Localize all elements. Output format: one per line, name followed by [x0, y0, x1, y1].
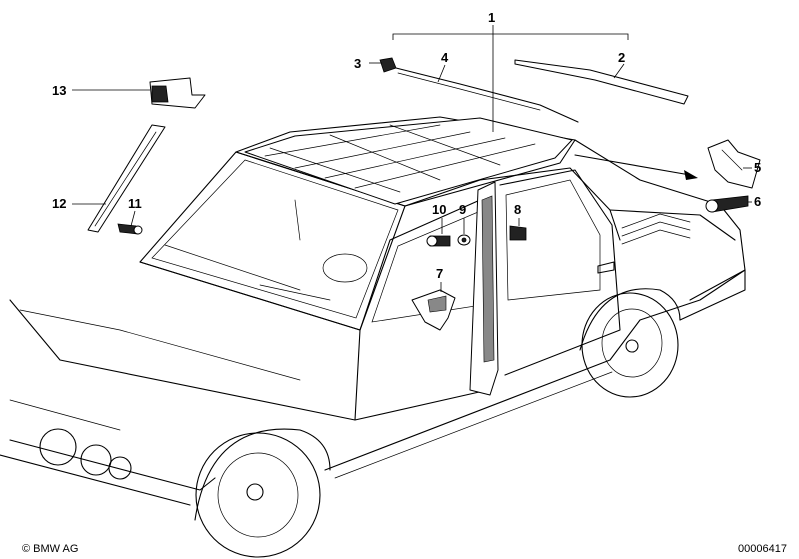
part-3-clip — [379, 57, 397, 73]
diagram-id: 00006417 — [738, 543, 787, 555]
callout-6: 6 — [754, 194, 761, 209]
part-9-washer — [457, 234, 471, 246]
callout-5: 5 — [754, 160, 761, 175]
arrow-to-part-5 — [574, 154, 691, 176]
callout-13: 13 — [52, 83, 66, 98]
b-pillar-trim — [469, 181, 499, 396]
part-10-screw — [426, 235, 451, 247]
callout-10: 10 — [432, 202, 446, 217]
part-5-clip — [707, 139, 761, 189]
part-4-rod — [395, 67, 579, 123]
part-13-bracket — [149, 77, 206, 109]
callout-2: 2 — [618, 50, 625, 65]
part-8-clip — [509, 225, 527, 241]
callout-7: 7 — [436, 266, 443, 281]
headliner-assembly — [244, 117, 573, 205]
leader-lines — [72, 25, 752, 292]
callout-8: 8 — [514, 202, 521, 217]
part-6-screw — [705, 195, 749, 213]
part-11-screw — [117, 223, 143, 235]
callout-1: 1 — [488, 10, 495, 25]
copyright-label: © BMW AG — [22, 543, 78, 555]
callout-3: 3 — [354, 56, 361, 71]
part-2-roof-strip — [514, 59, 689, 105]
callout-12: 12 — [52, 196, 66, 211]
part-7-clip — [411, 289, 456, 331]
car-body — [0, 116, 746, 558]
callout-9: 9 — [459, 202, 466, 217]
callout-4: 4 — [441, 50, 449, 65]
part-12-pillar-trim — [87, 124, 166, 233]
callout-11: 11 — [128, 196, 142, 211]
